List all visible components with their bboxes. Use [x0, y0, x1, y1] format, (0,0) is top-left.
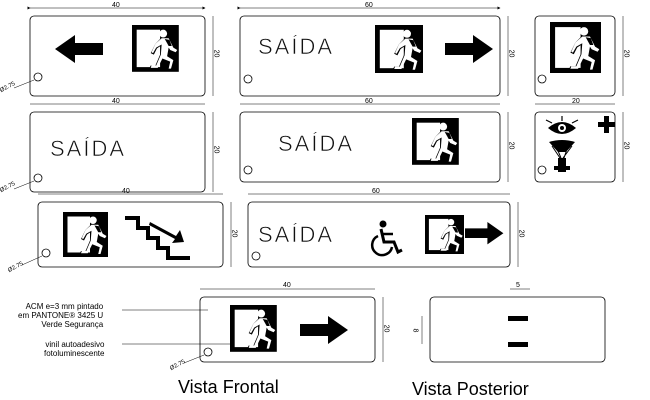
width-dimension: 60: [365, 98, 373, 105]
width-dimension: 40: [283, 282, 291, 289]
height-dimension: 20: [507, 49, 515, 58]
width-dimension: 60: [365, 2, 373, 9]
height-dimension: 20: [507, 141, 515, 150]
saida-text: SAÍDA: [50, 136, 127, 161]
eye-wash-icon: [545, 116, 579, 172]
width-dimension: 40: [122, 188, 130, 195]
width-dimension: 40: [112, 98, 120, 105]
height-dimension: 20: [212, 145, 220, 154]
width-dimension: 20: [572, 98, 580, 105]
saida-text: SAÍDA: [278, 131, 355, 156]
arrow-left-icon: [55, 35, 103, 63]
rear-view-title: Vista Posterior: [412, 379, 529, 399]
exit-running-man-icon: [132, 25, 179, 72]
height-dimension: 20: [622, 141, 630, 150]
width-dimension: 60: [372, 188, 380, 195]
height-dimension: 20: [622, 49, 630, 58]
saida-text: SAÍDA: [258, 222, 335, 247]
arrow-right-icon: [445, 35, 493, 63]
saida-text: SAÍDA: [258, 34, 335, 59]
height-dimension: 20: [230, 229, 238, 238]
height-dimension: 20: [212, 49, 220, 58]
material-note: ACM e=3 mm pintado em PANTONE® 3425 U Ve…: [18, 302, 104, 330]
width-dimension: 40: [112, 2, 120, 9]
first-aid-cross-icon: [598, 116, 615, 133]
height-dimension: 20: [517, 229, 525, 238]
height-dimension: 20: [382, 324, 390, 333]
wheelchair-icon: [371, 220, 403, 257]
rear-top-dimension: 5: [516, 282, 520, 289]
vinyl-note: vinil autoadesivo fotoluminescente: [44, 340, 105, 359]
sign-outline: [29, 15, 206, 97]
stairs-down-icon: [125, 216, 190, 260]
rear-side-dimension: 8: [411, 328, 419, 333]
front-view-title: Vista Frontal: [178, 377, 279, 397]
